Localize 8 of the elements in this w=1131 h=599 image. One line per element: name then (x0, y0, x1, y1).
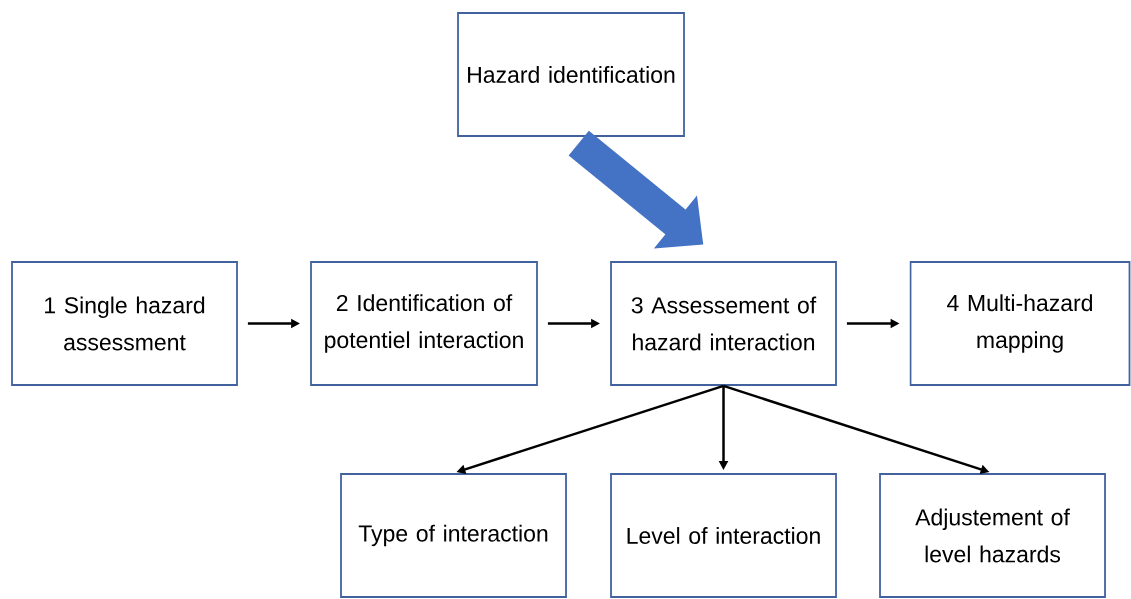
process-box: Hazard identification (457, 12, 685, 137)
process-box: 1 Single hazard assessment (11, 261, 238, 386)
process-box: 4 Multi-hazard mapping (909, 261, 1131, 386)
process-box: Adjustement of level hazards (879, 473, 1106, 598)
process-box: Type of interaction (340, 473, 567, 598)
process-box: 3 Assessement of hazard interaction (610, 261, 837, 386)
process-box: Level of interaction (610, 473, 837, 598)
process-box: 2 Identification of potentiel interaction (310, 261, 538, 386)
